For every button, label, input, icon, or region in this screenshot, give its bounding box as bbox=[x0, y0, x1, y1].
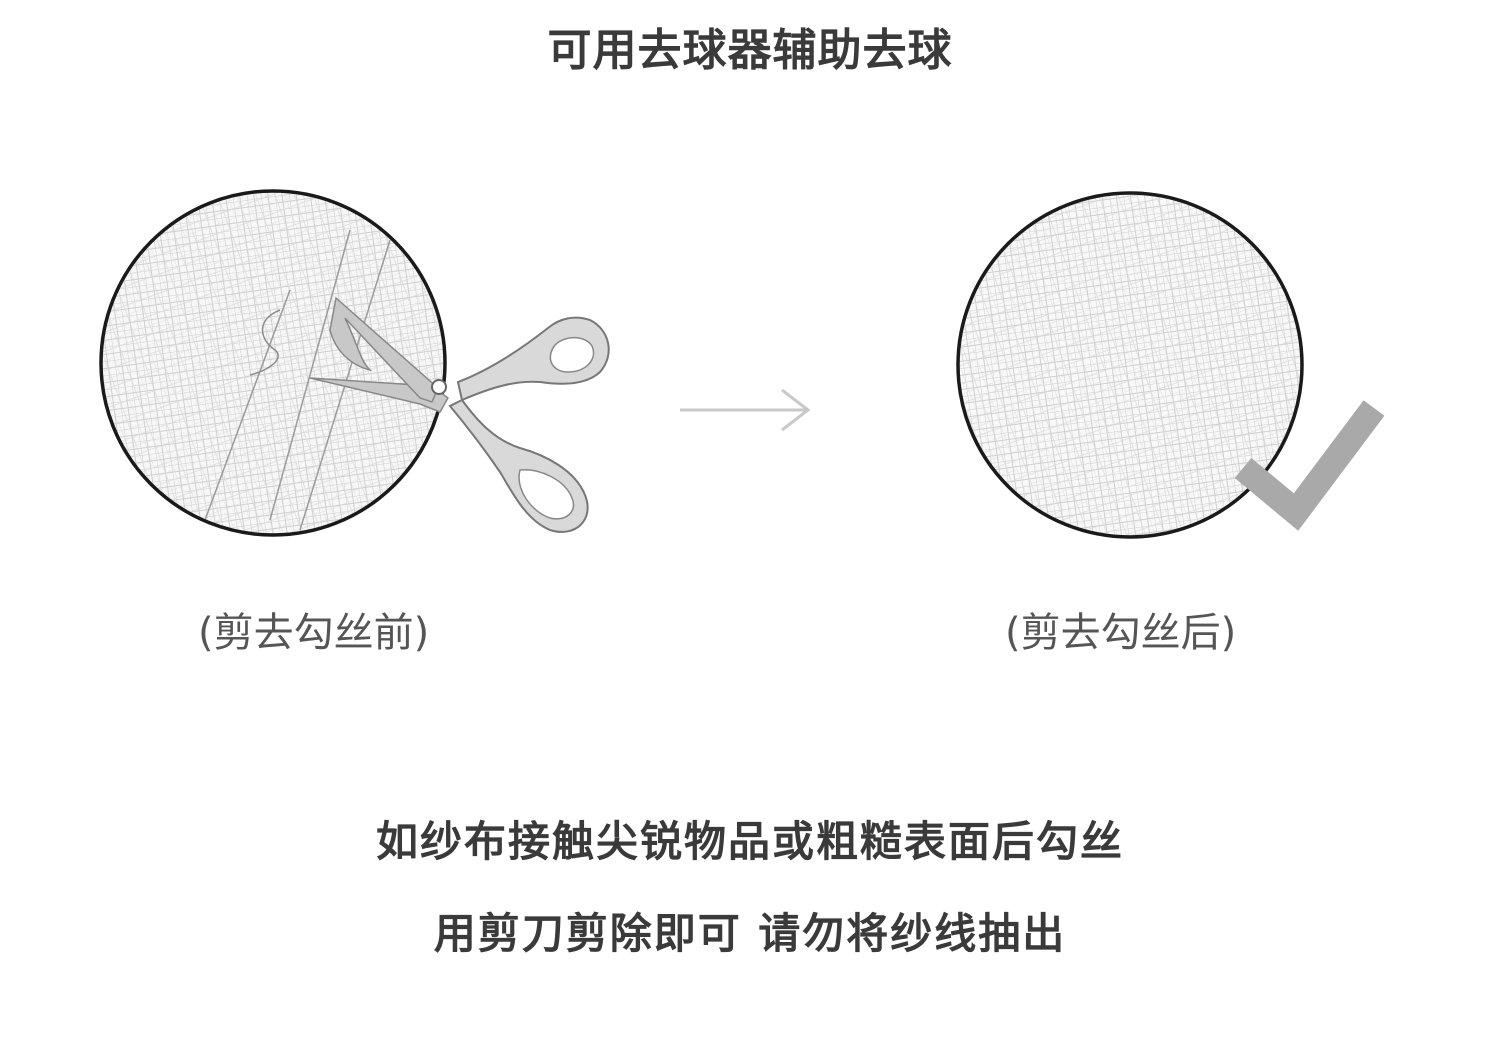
fabric-after-circle bbox=[956, 191, 1304, 539]
after-caption: (剪去勾丝后) bbox=[1005, 610, 1237, 656]
instruction-line-2: 用剪刀剪除即可 请勿将纱线抽出 bbox=[433, 909, 1067, 958]
checkmark-icon bbox=[1234, 400, 1385, 531]
before-caption: (剪去勾丝前) bbox=[198, 610, 430, 656]
arrow-right-icon bbox=[680, 388, 811, 432]
scissors-icon bbox=[309, 296, 610, 533]
page-title: 可用去球器辅助去球 bbox=[547, 25, 953, 76]
illustration bbox=[99, 189, 1385, 539]
instruction-line-1: 如纱布接触尖锐物品或粗糙表面后勾丝 bbox=[375, 817, 1124, 866]
